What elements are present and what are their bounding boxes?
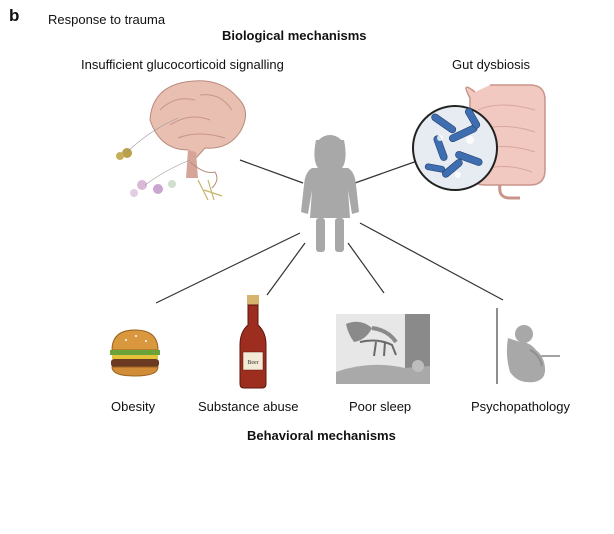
beer-bottle-icon: Beer [239,295,267,389]
burger-icon [110,329,160,377]
panel-letter: b [9,6,20,25]
behavioral-mechanisms-heading: Behavioral mechanisms [247,428,396,443]
substance-abuse-label: Substance abuse [198,399,299,414]
line-to-psychopathology [359,222,504,301]
line-to-obesity [155,232,301,304]
poor-sleep-label: Poor sleep [349,399,412,414]
gut-dysbiosis-illustration [412,84,546,200]
connector-lines [155,159,504,304]
line-to-substance [266,242,306,296]
crouching-figure-icon [496,308,560,384]
figure-title: Response to trauma [48,12,166,27]
biological-mechanisms-heading: Biological mechanisms [222,28,367,43]
child-figure-icon [301,135,359,252]
bottle-label-text: Beer [247,360,258,366]
psychopathology-label: Psychopathology [471,399,571,414]
glucocorticoid-label: Insufficient glucocorticoid signalling [81,57,284,72]
line-to-gut [354,159,421,184]
line-to-brain [239,159,304,184]
line-to-sleep [347,242,385,294]
obesity-label: Obesity [111,399,156,414]
brain-illustration [116,80,246,201]
poor-sleep-illustration [336,314,430,384]
gut-dysbiosis-label: Gut dysbiosis [452,57,531,72]
